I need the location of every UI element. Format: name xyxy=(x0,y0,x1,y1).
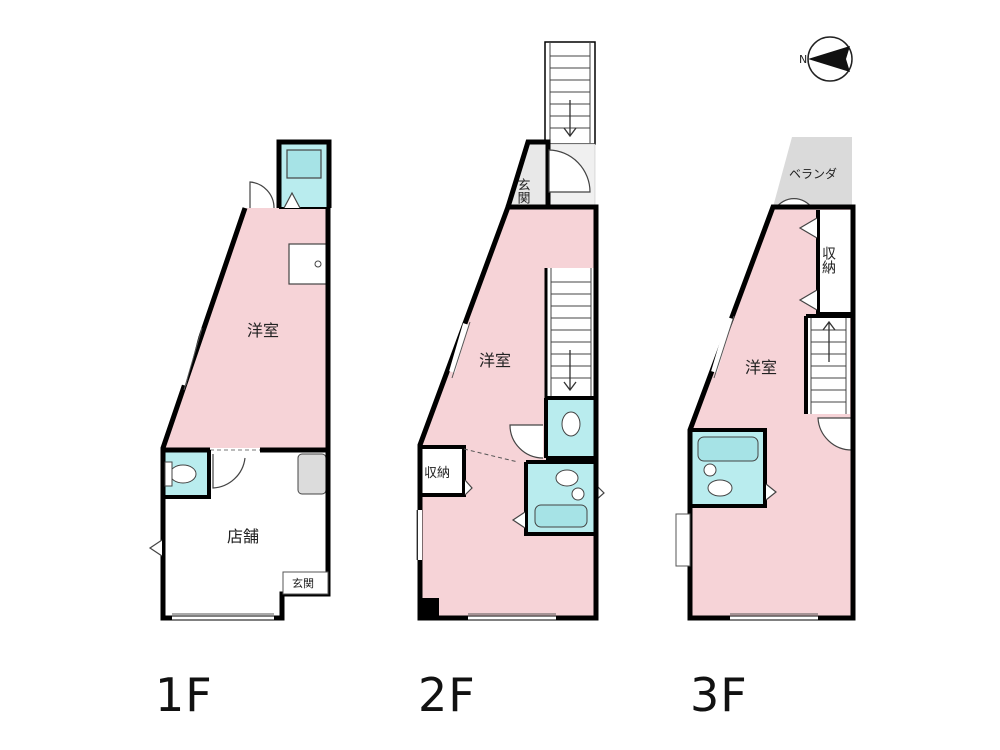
2f-entrance-area xyxy=(508,142,548,207)
2f-entrance-label: 玄関 xyxy=(515,178,531,205)
2f-inner-stair xyxy=(546,268,596,396)
3f-western-room-label: 洋室 xyxy=(745,358,777,377)
1f-window-left xyxy=(180,329,200,386)
3f-toilet-icon xyxy=(707,479,733,497)
1f-shop-sink xyxy=(297,453,327,495)
1f-sink-drain xyxy=(314,260,322,268)
3f-bath-walls xyxy=(690,428,767,508)
2f-entrance-walls xyxy=(505,139,551,208)
1f-toilet-walls xyxy=(163,450,211,499)
3f-storage-door-upper xyxy=(798,217,818,239)
3f-veranda-label: ベランダ xyxy=(789,166,837,181)
1f-sink xyxy=(288,243,329,285)
3f-bathtub xyxy=(697,436,759,462)
3f-window-side xyxy=(675,513,691,567)
3f-stair-arrow xyxy=(822,320,836,362)
1f-toilet-door xyxy=(212,454,246,489)
1f-bath-walls xyxy=(276,139,332,208)
2f-storage xyxy=(420,447,464,495)
2f-western-room-label: 洋室 xyxy=(479,351,511,370)
3f-storage xyxy=(818,210,852,314)
2f-toilet-icon xyxy=(561,411,581,437)
floor-1f: 洋室 店舗 玄関 xyxy=(148,139,332,621)
3f-storage-door-lower xyxy=(798,289,818,311)
3f-stair-wall xyxy=(804,314,852,414)
floor-label-1f: 1F xyxy=(155,668,213,722)
1f-entrance-box xyxy=(282,571,329,595)
1f-western-room xyxy=(163,208,328,448)
floor-3f: ベランダ 収納 洋室 xyxy=(675,137,856,621)
1f-western-room-label: 洋室 xyxy=(247,321,279,340)
3f-western-room xyxy=(690,209,852,618)
3f-veranda xyxy=(773,137,852,207)
1f-bathtub xyxy=(286,149,322,179)
2f-outer-stair-arrow xyxy=(563,100,577,138)
1f-bath-door xyxy=(283,191,301,209)
1f-top-door xyxy=(249,181,275,209)
compass-north-letter: N xyxy=(799,53,807,66)
floor-label-2f: 2F xyxy=(418,668,476,722)
2f-bath-walls xyxy=(524,460,596,536)
1f-entrance-label: 玄関 xyxy=(292,576,314,590)
1f-toilet-tank xyxy=(164,461,173,487)
1f-toilet-icon xyxy=(169,464,197,484)
floor-2f: 玄関 洋室 収納 xyxy=(416,41,605,621)
2f-window-left xyxy=(449,323,469,373)
3f-bath-door xyxy=(765,483,777,501)
north-arrow-icon xyxy=(808,46,850,72)
2f-sliding-opening xyxy=(463,448,519,463)
2f-inner-stair-arrow xyxy=(563,350,577,392)
2f-storage-walls xyxy=(420,445,466,497)
3f-storage-label: 収納 xyxy=(820,246,836,275)
2f-shower-icon xyxy=(571,487,585,501)
compass: N xyxy=(799,36,853,82)
2f-storage-door xyxy=(464,479,473,496)
1f-window-left-line xyxy=(183,327,203,391)
2f-bathtub xyxy=(534,504,588,528)
3f-stair-door xyxy=(817,417,853,451)
1f-side-door xyxy=(148,539,163,557)
3f-window-left xyxy=(711,317,733,373)
2f-entrance-door xyxy=(548,149,591,193)
2f-bath-door xyxy=(511,511,526,529)
2f-toilet-door xyxy=(509,424,544,459)
2f-column xyxy=(421,598,439,616)
2f-toilet-walls xyxy=(544,396,596,460)
3f-shower-icon xyxy=(703,463,717,477)
floor-label-3f: 3F xyxy=(690,668,748,722)
2f-inner-stair-treads xyxy=(551,281,591,379)
2f-storage-label: 収納 xyxy=(424,466,450,481)
1f-shop-label: 店舗 xyxy=(227,527,259,546)
2f-washbasin xyxy=(555,469,579,487)
